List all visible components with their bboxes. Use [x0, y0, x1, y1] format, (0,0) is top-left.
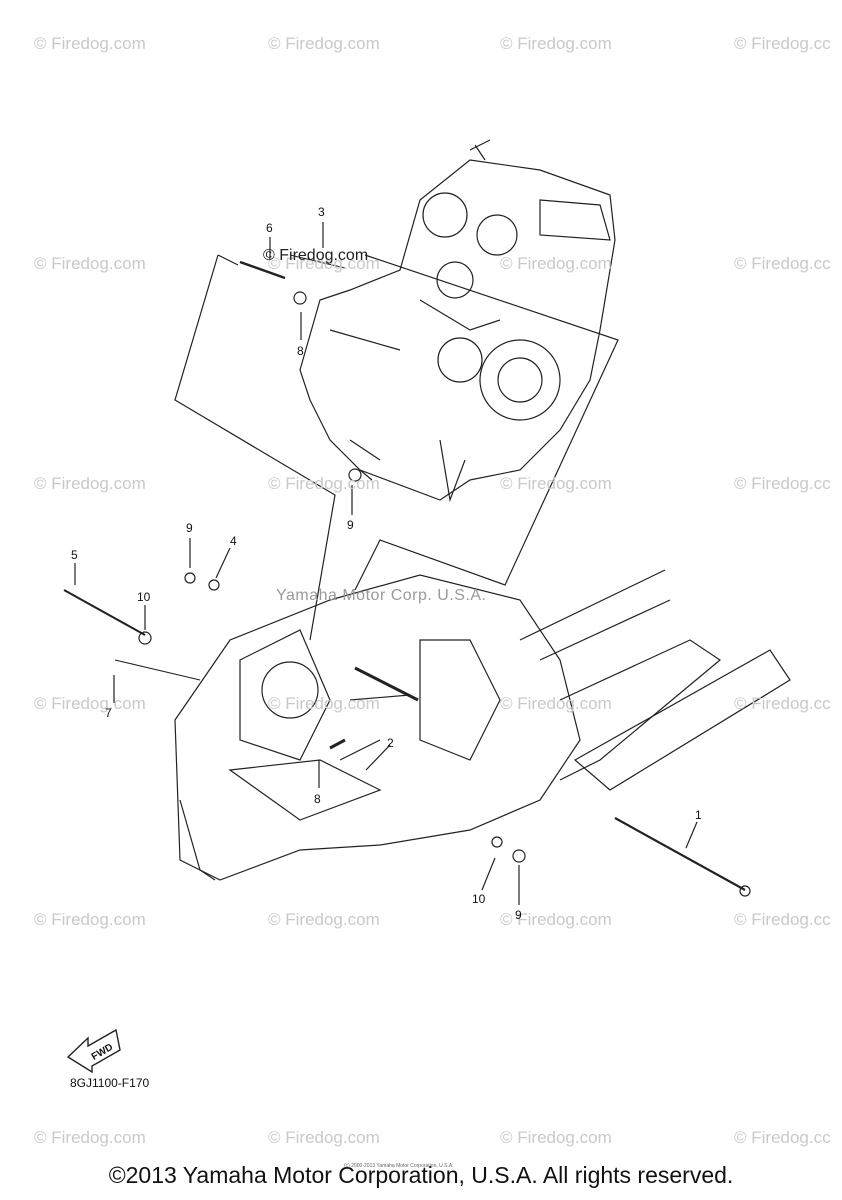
watermark: © Firedog.cc: [734, 694, 831, 713]
watermark: © Firedog.com: [268, 254, 380, 273]
watermark: © Firedog.cc: [734, 910, 831, 929]
callout-label: 7: [105, 706, 112, 720]
watermark: © Firedog.com: [34, 1128, 146, 1147]
callout-label: 6: [266, 221, 273, 235]
faint-text: Yamaha Motor Corp. U.S.A.: [276, 587, 487, 604]
callout-label: 2: [387, 736, 394, 750]
watermark: © Firedog.com: [268, 694, 380, 713]
watermark: © Firedog.com: [268, 474, 380, 493]
watermark: © Firedog.com: [34, 694, 146, 713]
callout-label: 9: [347, 518, 354, 532]
part-code: 8GJ1100-F170: [70, 1076, 150, 1090]
callout-label: 5: [71, 548, 78, 562]
watermark: © Firedog.com: [34, 474, 146, 493]
callout-label: 9: [515, 908, 522, 922]
copyright-footer: ©2013 Yamaha Motor Corporation, U.S.A. A…: [108, 1162, 734, 1188]
fwd-arrow-icon: [66, 1028, 121, 1074]
watermark: © Firedog.cc: [734, 474, 831, 493]
watermark: © Firedog.com: [268, 34, 380, 53]
inline-watermark: © Firedog.com: [263, 247, 369, 264]
watermark: © Firedog.com: [268, 1128, 380, 1147]
watermark: © Firedog.com: [500, 474, 612, 493]
callout-label: 8: [297, 344, 304, 358]
watermark: © Firedog.cc: [734, 1128, 831, 1147]
callout-label: 4: [230, 534, 237, 548]
frame-illustration: [174, 569, 791, 881]
watermark: © Firedog.com: [500, 254, 612, 273]
callout-label: 8: [314, 792, 321, 806]
watermark: © Firedog.com: [34, 910, 146, 929]
watermark: © Firedog.com: [500, 34, 612, 53]
watermark: © Firedog.cc: [734, 34, 831, 53]
callout-label: 9: [186, 521, 193, 535]
watermark: © Firedog.com: [34, 34, 146, 53]
watermark: © Firedog.com: [500, 910, 612, 929]
tiny-note: (c) 2000-2013 Yamaha Motor Corporation, …: [344, 1163, 454, 1169]
watermark: © Firedog.com: [34, 254, 146, 273]
watermark: © Firedog.com: [268, 910, 380, 929]
watermark: © Firedog.cc: [734, 254, 831, 273]
engine-illustration: [299, 139, 616, 503]
callout-label: 1: [695, 808, 702, 822]
watermark: © Firedog.com: [500, 1128, 612, 1147]
callout-label: 10: [137, 590, 151, 604]
callout-label: 10: [472, 892, 486, 906]
watermark: © Firedog.com: [500, 694, 612, 713]
callout-label: 3: [318, 205, 325, 219]
